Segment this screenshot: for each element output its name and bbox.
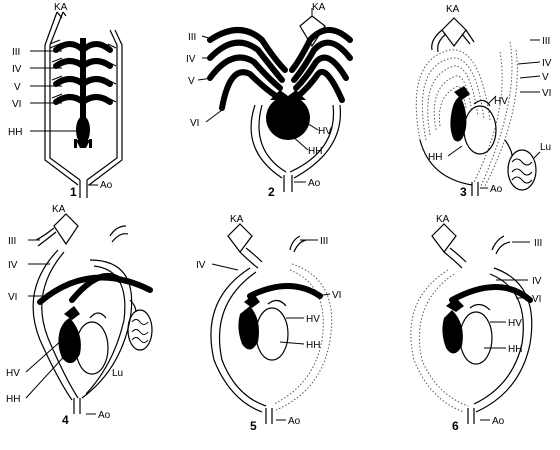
panel2-label-hh: HH [308, 146, 322, 157]
panel3-label-v: V [542, 72, 549, 83]
panel3-label-hh: HH [428, 152, 442, 163]
panel-1 [30, 11, 123, 198]
panel4-label-ao: Ao [98, 410, 111, 421]
panel5-label-hv: HV [306, 314, 320, 325]
panel5-label-iv: IV [196, 260, 206, 271]
panel6-label-ao: Ao [492, 416, 505, 427]
panel3-number: 3 [460, 185, 467, 199]
panel2-label-v: V [188, 76, 195, 87]
panel3-label-vi: VI [542, 88, 551, 99]
panel-3 [415, 17, 541, 196]
panel2-number: 2 [268, 185, 275, 199]
panel2-label-ka: KA [312, 2, 326, 13]
panel2-label-iii: III [188, 32, 196, 43]
panel1-number: 1 [70, 185, 77, 199]
panel4-label-hv: HV [6, 368, 20, 379]
panel5-number: 5 [250, 419, 257, 433]
panel1-label-iii: III [12, 47, 20, 58]
panel6-label-vi: VI [532, 294, 541, 305]
panel-2 [197, 8, 353, 192]
panel6-label-ka: KA [436, 214, 450, 225]
panel3-label-iii: III [542, 36, 550, 47]
panel3-label-ka: KA [446, 4, 460, 15]
panel3-label-lu: Lu [540, 142, 551, 153]
panel6-label-iii: III [534, 238, 542, 249]
panel4-label-ka: KA [52, 204, 66, 215]
panel4-label-vi: VI [8, 292, 17, 303]
panel-5 [210, 223, 333, 424]
panel1-label-vi: VI [12, 99, 21, 110]
panel-6 [410, 223, 533, 424]
panel4-label-hh: HH [6, 394, 20, 405]
panel1-label-hh: HH [8, 127, 22, 138]
panel4-label-iii: III [8, 236, 16, 247]
panel6-label-hh: HH [508, 344, 522, 355]
panel3-label-hv: HV [494, 96, 508, 107]
panel2-label-iv: IV [186, 54, 196, 65]
panel5-label-hh: HH [306, 340, 320, 351]
panel-4 [25, 213, 153, 415]
panel2-label-ao: Ao [308, 178, 321, 189]
panel6-label-iv: IV [532, 276, 542, 287]
panel3-label-iv: IV [542, 58, 552, 69]
panel5-label-ka: KA [230, 214, 244, 225]
panel5-label-ao: Ao [288, 416, 301, 427]
panel1-label-ka: KA [54, 2, 68, 13]
panel2-label-vi: VI [190, 118, 199, 129]
panel1-label-iv: IV [12, 64, 22, 75]
panel5-label-iii: III [320, 236, 328, 247]
panel2-label-hv: HV [318, 126, 332, 137]
panel1-label-ao: Ao [100, 180, 113, 191]
panel6-label-hv: HV [508, 318, 522, 329]
panel5-label-vi: VI [332, 290, 341, 301]
panel6-number: 6 [452, 419, 459, 433]
panel4-number: 4 [62, 413, 69, 427]
panel3-label-ao: Ao [490, 184, 503, 195]
panel4-label-lu: Lu [112, 368, 123, 379]
panel4-label-iv: IV [8, 260, 18, 271]
panel1-label-v: V [14, 82, 21, 93]
